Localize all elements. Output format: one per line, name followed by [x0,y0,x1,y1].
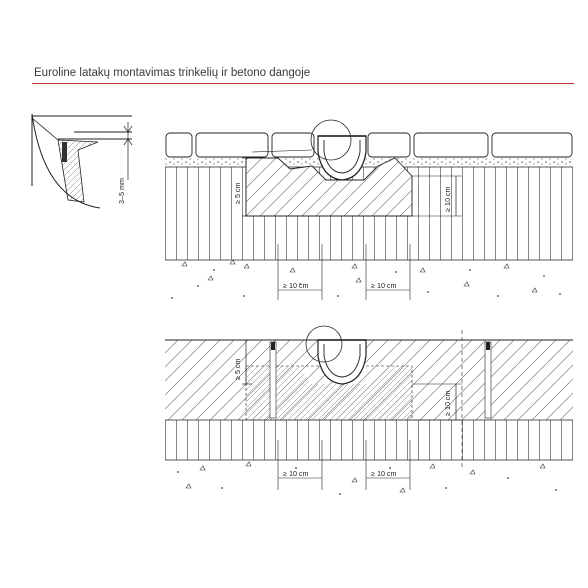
paver-concrete-depth-label: ≥ 5 cm [233,182,242,204]
paver-bottom-left-label: ≥ 10 cm [283,281,309,290]
paver-side-depth-label: ≥ 10 cm [443,186,452,212]
concrete-bottom-right-label: ≥ 10 cm [371,469,397,478]
concrete-depth-label: ≥ 5 cm [233,358,242,380]
edge-detail [31,113,133,209]
paver-section [165,119,573,300]
concrete-bottom-left-label: ≥ 10 cm [283,469,309,478]
concrete-side-depth-label: ≥ 10 cm [443,390,452,416]
drawing-title: Euroline latakų montavimas trinkelių ir … [34,67,311,79]
paver-bottom-right-label: ≥ 10 cm [371,281,397,290]
gap-label: 3–5 mm [117,178,126,204]
title-underline [32,83,574,84]
concrete-section [165,325,573,495]
